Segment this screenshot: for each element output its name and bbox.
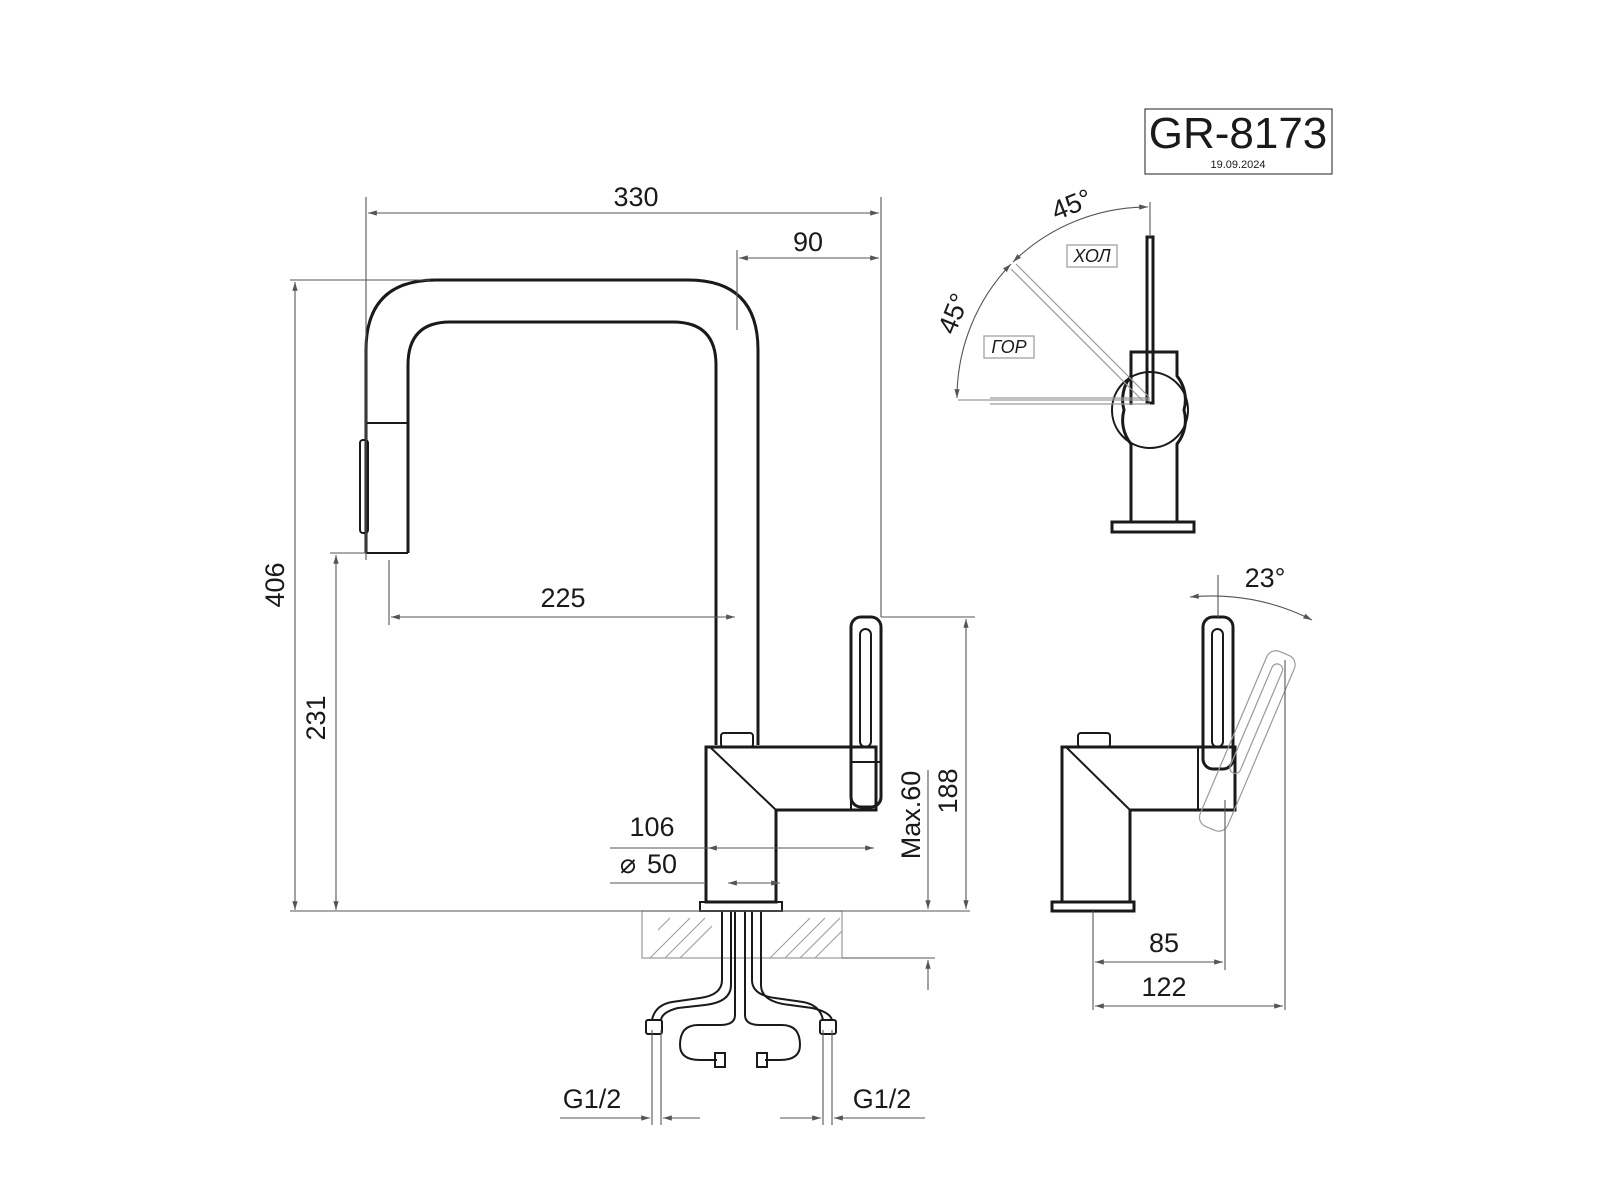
spout-inner-contour — [406, 320, 718, 745]
dim-body-width: 106 — [629, 812, 674, 842]
angle-lever-tilt: 23° — [1245, 563, 1286, 593]
front-dimensions: 330 90 225 406 231 106 ⌀ 50 188 — [260, 182, 975, 1125]
side-view-base — [1050, 900, 1136, 913]
label-cold: ХОЛ — [1072, 246, 1111, 266]
dim-spout-outlet-height: 231 — [301, 695, 331, 740]
top-view: 45° 45° ХОЛ ГОР — [932, 183, 1196, 534]
side-dimensions: 85 122 — [1092, 660, 1286, 1010]
supply-hoses — [645, 911, 837, 1068]
dim-total-depth: 122 — [1141, 972, 1186, 1002]
dim-lever-height: 188 — [933, 768, 963, 813]
dim-diameter-symbol: ⌀ — [620, 849, 636, 879]
dim-spout-offset: 90 — [793, 227, 823, 257]
top-view-base — [1110, 520, 1196, 534]
dim-right-connection: G1/2 — [853, 1084, 912, 1114]
model-number: GR-8173 — [1149, 109, 1328, 158]
front-view — [359, 278, 883, 1068]
lever-center-position — [1145, 235, 1155, 405]
dim-base-diameter: 50 — [647, 849, 677, 879]
dim-total-width: 330 — [613, 182, 658, 212]
mixer-lever — [849, 615, 883, 809]
dim-left-connection: G1/2 — [563, 1084, 622, 1114]
spout-collar — [720, 732, 754, 748]
side-lever-tilted — [1198, 650, 1296, 832]
drawing-date: 19.09.2024 — [1210, 159, 1265, 171]
title-block: GR-8173 19.09.2024 — [1144, 108, 1333, 175]
label-hot: ГОР — [991, 337, 1026, 357]
side-view: 23° — [1050, 563, 1313, 913]
dim-max-counter-thickness: Max.60 — [896, 771, 926, 860]
countertop-section — [641, 910, 843, 959]
dim-total-height: 406 — [260, 562, 290, 607]
dim-base-depth: 85 — [1149, 928, 1179, 958]
side-view-collar — [1077, 732, 1111, 748]
dim-spout-reach: 225 — [540, 583, 585, 613]
side-view-body — [1060, 745, 1237, 904]
angle-cold: 45° — [1047, 183, 1096, 226]
spout-outer-contour — [364, 278, 760, 745]
spray-head — [359, 422, 408, 554]
